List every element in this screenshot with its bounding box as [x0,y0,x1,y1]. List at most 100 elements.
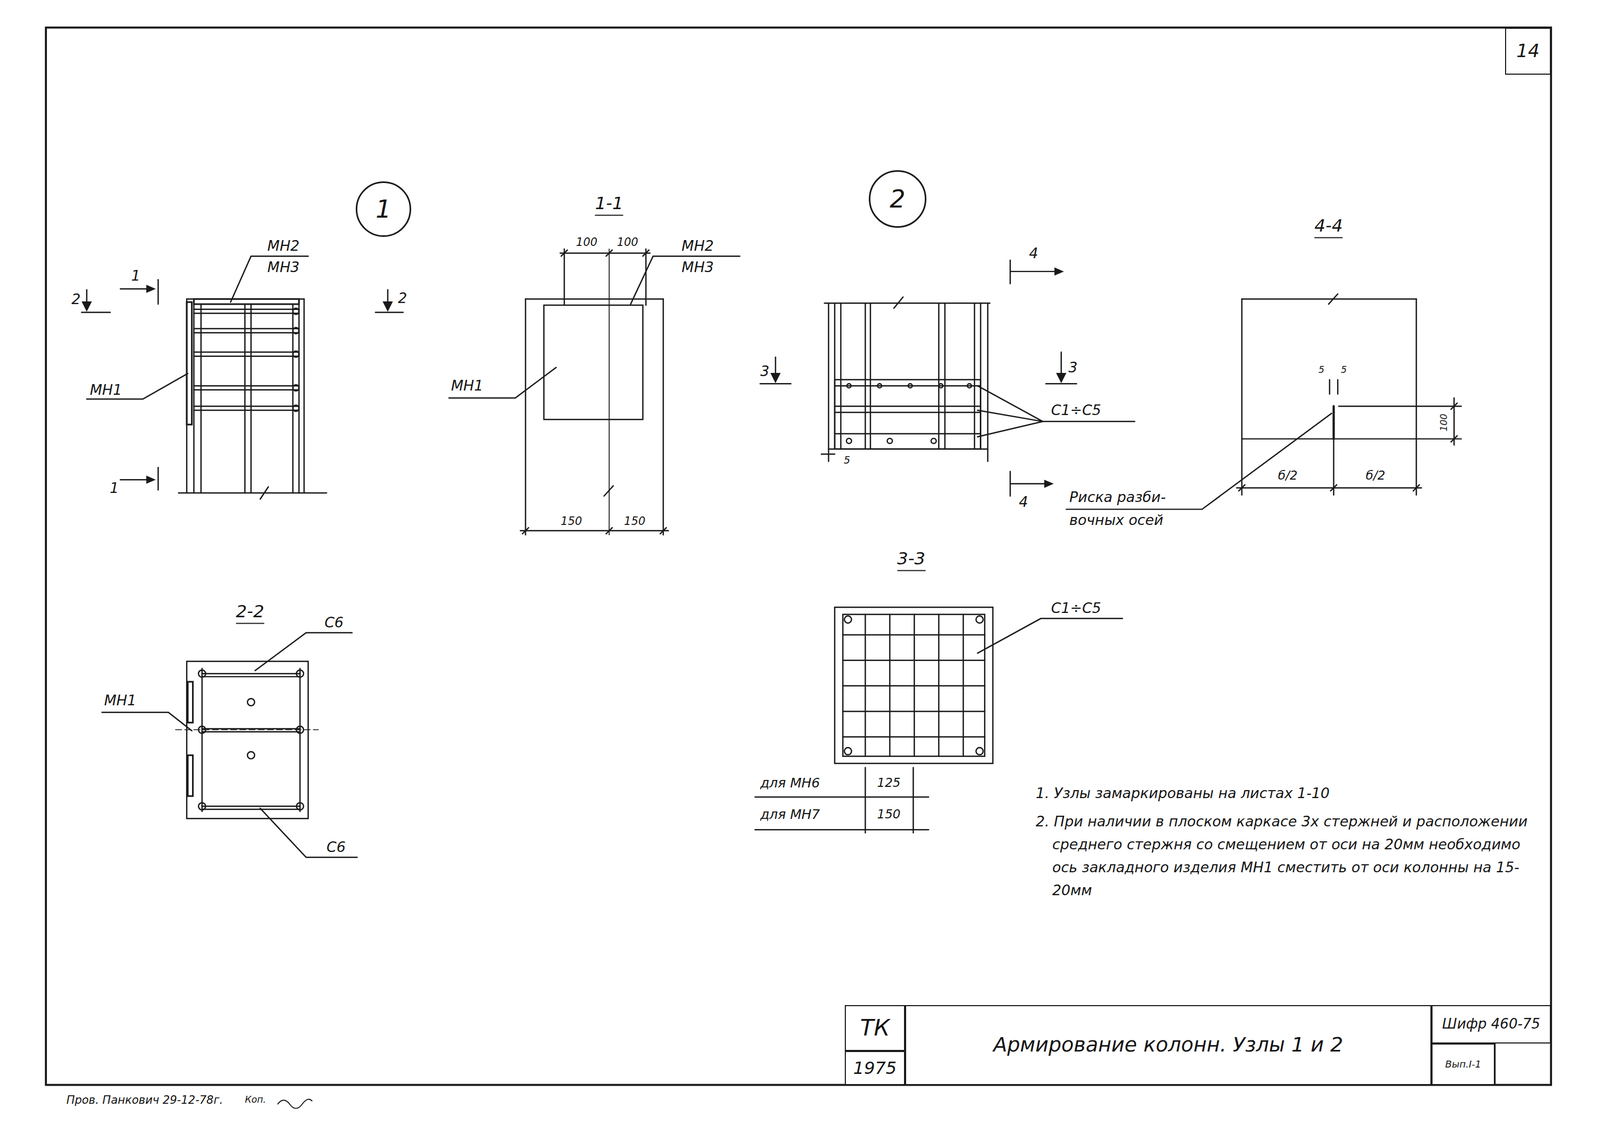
title-cell: Армирование колонн. Узлы 1 и 2 [905,1004,1432,1085]
section-3-3-stroke [844,747,852,755]
node-2-elevation-stroke [864,302,866,450]
section-title: 1-1 [595,192,624,216]
node-2-elevation-stroke [931,438,937,444]
callout-number: 2 [868,170,927,228]
section-4-4-stroke [1451,435,1458,442]
callout-number: 1 [355,181,412,237]
node-2-elevation-stroke [821,453,835,455]
section-3-3-stroke [976,616,983,623]
node-1-elevation-stroke [292,404,299,411]
node-1-elevation-stroke [194,389,300,391]
section-3-3-stroke [844,616,852,623]
signature-scribble-stroke [277,1099,312,1109]
node-1-elevation-stroke [375,311,404,313]
part-label: МН1 [451,377,484,395]
part-label: МН2 [267,237,300,255]
section-2-2-stroke [202,675,301,677]
section-4-4-stroke [1328,293,1338,304]
note: 2. При наличии в плоском каркасе 3х стер… [1035,810,1541,902]
section-4-4-stroke [1238,484,1245,491]
node-2-elevation-stroke [824,302,990,304]
org-code: ТК [844,1004,906,1051]
section-2-2-stroke [198,669,206,677]
dimension: 5 [843,453,851,467]
section-mark: 3 [760,362,770,380]
node-1-elevation-stroke [230,256,308,302]
node-1-elevation-stroke [194,312,300,314]
section-3-3-stroke [962,614,964,757]
section-2-2-stroke [175,729,319,731]
part-label: МН2 [681,237,714,255]
node-2-elevation-stroke [987,302,989,462]
section-2-2-stroke [202,672,301,674]
section-3-3-stroke [977,618,1123,653]
section-3-3-stroke [842,614,985,757]
dimension: 100 [1438,413,1450,432]
callout-label: Риска разби- вочных осей [1069,485,1207,532]
node-2-elevation-stroke [840,302,842,450]
section-mark: 2 [71,290,81,308]
node-2-elevation-stroke [1045,382,1077,384]
node-2-elevation-stroke [977,385,1135,437]
part-label: МН1 [89,381,122,399]
section-1-1-stroke [522,527,529,534]
section-2-2-stroke [186,661,309,819]
section-1-1-stroke [645,249,647,306]
section-4-4-stroke [1337,379,1339,395]
node-1-elevation-stroke [157,279,159,304]
node-1-elevation-stroke [260,486,269,500]
node-2-elevation-stroke [893,297,903,309]
section-3-3-stroke [976,747,983,755]
node-1-elevation-stroke [194,405,300,407]
table-cell: 125 [877,775,901,791]
table-cell: 150 [877,806,901,822]
signature: Коп. [244,1093,266,1105]
node-1-elevation-stroke [194,409,300,411]
node-2-elevation-stroke [846,438,852,444]
dimension: 5 [1340,363,1347,375]
section-1-1 [449,249,740,535]
callout-number-text: 2 [889,185,906,214]
node-2-elevation-stroke [1054,268,1062,275]
section-4-4-stroke [1241,437,1416,439]
year-cell-text: 1975 [853,1058,897,1078]
section-1-1-stroke [544,305,644,420]
section-2-2-stroke [254,632,352,671]
section-mark: 1 [131,267,141,285]
section-2-2-stroke [202,805,301,807]
part-label: МН1 [104,691,136,709]
title-cell-text: Армирование колонн. Узлы 1 и 2 [993,1033,1343,1057]
section-3-3-stroke [913,614,915,757]
sheet-frame [45,27,1551,1085]
section-3-3-stroke [864,767,866,833]
node-2-elevation-stroke [834,411,981,413]
dimension: 150 [560,514,582,528]
node-1-elevation-stroke [147,285,155,292]
section-2-2-stroke [187,681,194,723]
section-3-3-stroke [912,767,914,833]
node-1-elevation-stroke [186,301,192,425]
node-2-elevation-stroke [834,379,981,450]
node-2-elevation-stroke [771,373,780,382]
sheet-frame-stroke [45,27,1551,1085]
section-1-1-stroke [524,299,526,535]
section-2-2-stroke [247,751,255,759]
node-1-elevation-stroke [147,476,155,483]
part-label: МН3 [267,258,300,276]
node-1-elevation-stroke [82,301,91,310]
dimension: 5 [1318,363,1325,375]
sheet-number-text: 14 [1516,40,1540,62]
node-1-elevation-stroke [86,373,188,399]
node-2-elevation-stroke [944,302,946,450]
node-2-elevation-stroke [827,302,829,462]
signature-scribble [277,1099,312,1109]
node-2-elevation-stroke [760,382,791,384]
section-1-1-stroke [605,527,612,534]
node-1-elevation-stroke [157,467,159,490]
section-3-3-stroke [755,796,929,798]
section-1-1-stroke [605,250,612,256]
node-1-elevation-stroke [81,311,111,313]
section-2-2-stroke [296,669,304,677]
node-2-elevation-stroke [908,383,913,388]
issue-cell: Вып.I-1 [1431,1043,1495,1085]
